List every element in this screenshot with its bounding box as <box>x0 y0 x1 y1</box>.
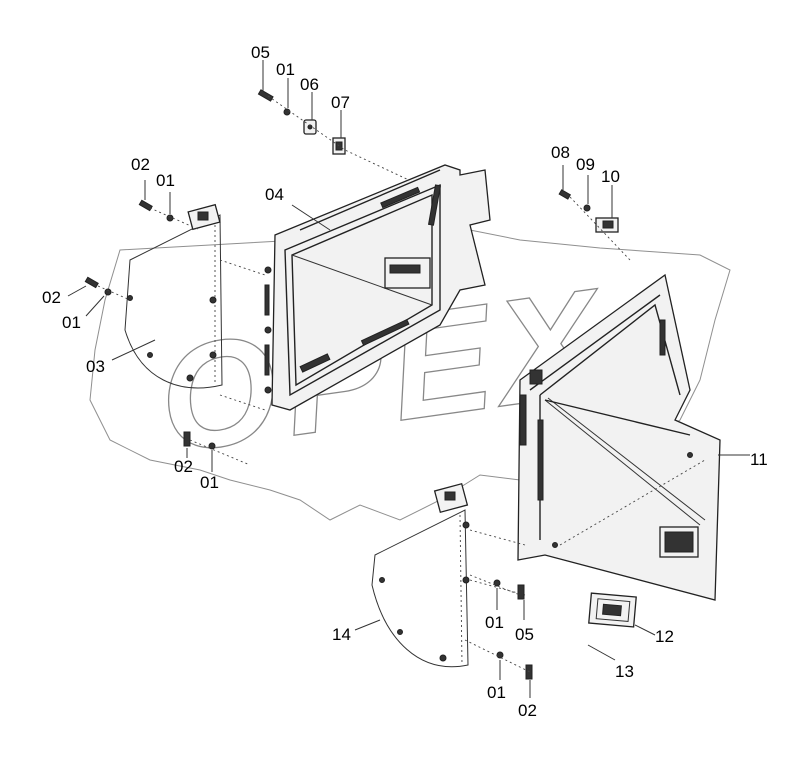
part-04-door-frame <box>264 164 491 411</box>
callout-02-lower: 02 <box>518 701 537 720</box>
callout-02-left-top: 02 <box>131 155 150 174</box>
part-14-lower-plate <box>354 482 526 668</box>
washer-01-top <box>283 108 291 116</box>
callout-09: 09 <box>576 155 595 174</box>
lower-hardware-b <box>464 639 533 698</box>
callout-10: 10 <box>601 167 620 186</box>
callout-01-lower-b: 01 <box>487 683 506 702</box>
callout-04: 04 <box>265 185 284 204</box>
callout-01-top: 01 <box>276 60 295 79</box>
callout-01-left-bottom: 01 <box>200 473 219 492</box>
part-03-left-plate <box>111 203 266 411</box>
callout-03: 03 <box>86 357 105 376</box>
right-top-hardware <box>558 165 631 261</box>
left-middle-hardware <box>67 276 131 317</box>
callout-05-lower: 05 <box>515 625 534 644</box>
callout-08: 08 <box>551 143 570 162</box>
callout-14: 14 <box>332 625 351 644</box>
lower-hardware-a <box>469 574 525 620</box>
part-11-right-door <box>517 273 750 601</box>
left-top-hardware <box>138 180 201 231</box>
callout-01-lower-a: 01 <box>485 613 504 632</box>
bolt-05-top <box>257 89 274 102</box>
callout-labels: 05 01 06 07 02 01 04 08 09 10 02 01 03 0… <box>42 43 768 720</box>
callout-06: 06 <box>300 75 319 94</box>
callout-05-top: 05 <box>251 43 270 62</box>
callout-01-left-top: 01 <box>156 171 175 190</box>
top-hardware <box>257 60 431 191</box>
callout-02-left-bottom: 02 <box>174 457 193 476</box>
part-12-handle <box>587 592 656 661</box>
callout-07: 07 <box>331 93 350 112</box>
callout-13: 13 <box>615 662 634 681</box>
left-bottom-hardware <box>183 431 251 472</box>
callout-02-left-mid: 02 <box>42 288 61 307</box>
callout-12: 12 <box>655 627 674 646</box>
callout-01-left-mid: 01 <box>62 313 81 332</box>
callout-11: 11 <box>750 450 768 469</box>
